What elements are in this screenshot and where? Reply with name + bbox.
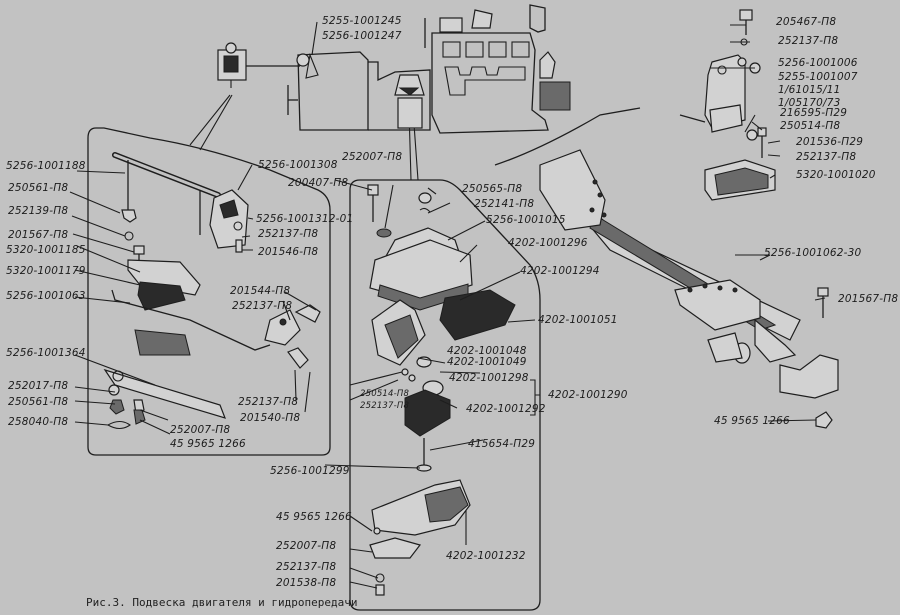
beam-drawing — [539, 149, 839, 429]
label-4202-1001294: 4202-1001294 — [520, 265, 600, 277]
label-201546-p8: 201546-П8 — [258, 246, 319, 258]
engine-center-mount-drawing — [394, 74, 425, 129]
label-45-9565-1266-mid: 45 9565 1266 — [276, 511, 352, 523]
label-5256-1001247: 5256-1001247 — [322, 30, 402, 42]
label-201567-p8-left: 201567-П8 — [8, 229, 69, 241]
label-216595-p29: 216595-П29 — [780, 107, 848, 119]
label-250561-p8: 250561-П8 — [8, 182, 69, 194]
label-415654-p29: 415654-П29 — [468, 438, 536, 450]
right-bracket-drawing — [679, 9, 776, 201]
label-252137-p8-left-r: 252137-П8 — [258, 228, 319, 240]
label-201567-p8-beam: 201567-П8 — [838, 293, 899, 305]
label-250565-p8: 250565-П8 — [462, 183, 523, 195]
label-252007-p8-mid-top: 252007-П8 — [342, 151, 403, 163]
label-5256-1001015: 5256-1001015 — [486, 214, 566, 226]
label-45-9565-1266-beam: 45 9565 1266 — [714, 415, 790, 427]
label-4202-1001232: 4202-1001232 — [446, 550, 526, 562]
label-5256-1001299: 5256-1001299 — [270, 465, 350, 477]
label-4202-1001051: 4202-1001051 — [538, 314, 618, 326]
label-5256-1001006: 5256-1001006 — [778, 57, 858, 69]
label-201538-p8: 201538-П8 — [276, 577, 337, 589]
label-252137-p8-left-b: 252137-П8 — [238, 396, 299, 408]
label-201544-p8: 201544-П8 — [230, 285, 291, 297]
label-5256-1001364: 5256-1001364 — [6, 347, 86, 359]
label-252007-p8-mid-b: 252007-П8 — [276, 540, 337, 552]
label-5320-1001185: 5320-1001185 — [6, 244, 86, 256]
engine-drawing — [424, 4, 571, 134]
label-250561-p8-bottom: 250561-П8 — [8, 396, 69, 408]
label-5256-1001063: 5256-1001063 — [6, 290, 86, 302]
middle-inset-parts — [367, 184, 516, 596]
label-4202-1001292: 4202-1001292 — [466, 403, 546, 415]
label-258040-p8: 258040-П8 — [8, 416, 69, 428]
label-252137-p8-left-m: 252137-П8 — [232, 300, 293, 312]
label-252137-p8-mid-b: 252137-П8 — [276, 561, 337, 573]
label-201536-p29: 201536-П29 — [796, 136, 864, 148]
label-205467-p8: 205467-П8 — [776, 16, 837, 28]
label-4202-1001290: 4202-1001290 — [548, 389, 628, 401]
label-252137-p8-top-right: 252137-П8 — [778, 35, 839, 47]
label-4202-1001048: 4202-1001048 — [447, 345, 527, 357]
left-inset-frame — [87, 127, 331, 456]
label-5320-1001179: 5320-1001179 — [6, 265, 86, 277]
label-1-05170-73: 1/05170/73 — [778, 97, 841, 109]
label-5320-1001020: 5320-1001020 — [796, 169, 876, 181]
label-5256-1001308: 5256-1001308 — [258, 159, 338, 171]
transmission-mount-drawing — [217, 42, 300, 88]
label-5256-1001188: 5256-1001188 — [6, 160, 86, 172]
label-252137-p8-mid: 252137-П8 — [360, 401, 410, 411]
label-252017-p8: 252017-П8 — [8, 380, 69, 392]
label-201540-p8: 201540-П8 — [240, 412, 301, 424]
label-5256-1001312-01: 5256-1001312-01 — [256, 213, 354, 225]
transmission-drawing — [287, 51, 431, 131]
label-250514-p8-mid: 250514-П8 — [360, 389, 410, 399]
label-4202-1001049: 4202-1001049 — [447, 356, 527, 368]
label-5256-1001062-30: 5256-1001062-30 — [764, 247, 862, 259]
label-leaders — [69, 21, 826, 589]
label-5255-1001007: 5255-1001007 — [778, 71, 858, 83]
label-252139-p8: 252139-П8 — [8, 205, 69, 217]
leader-to-beam — [494, 107, 641, 166]
leader-to-left-inset — [189, 94, 233, 151]
left-inset-parts — [103, 152, 321, 430]
label-4202-1001296: 4202-1001296 — [508, 237, 588, 249]
middle-inset-frame — [349, 179, 541, 611]
label-252137-p8-right2: 252137-П8 — [796, 151, 857, 163]
label-200407-p8: 200407-П8 — [288, 177, 349, 189]
label-1-61015-11: 1/61015/11 — [778, 84, 841, 96]
label-45-9565-1266-left: 45 9565 1266 — [170, 438, 246, 450]
figure-caption: Рис.3. Подвеска двигателя и гидропередач… — [86, 596, 358, 609]
label-5255-1001245: 5255-1001245 — [322, 15, 402, 27]
label-250514-p8-right: 250514-П8 — [780, 120, 841, 132]
label-252007-p8-left: 252007-П8 — [170, 424, 231, 436]
label-4202-1001298: 4202-1001298 — [449, 372, 529, 384]
label-252141-p8: 252141-П8 — [474, 198, 535, 210]
